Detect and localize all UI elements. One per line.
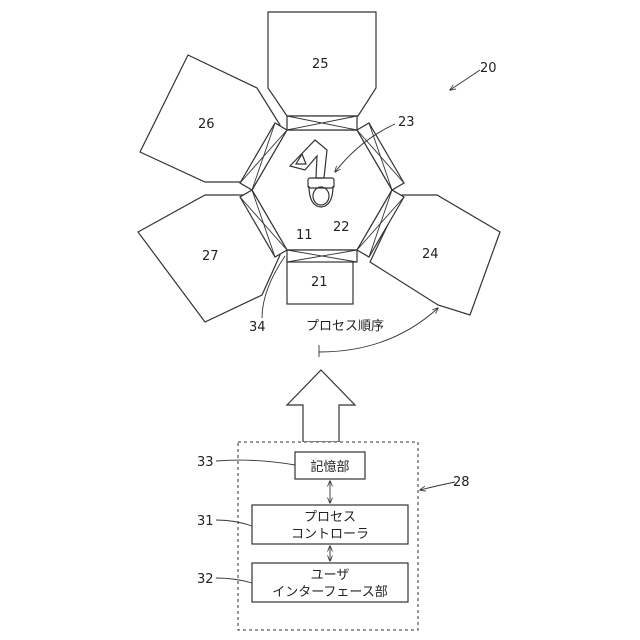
process-controller-label-1: プロセス (304, 510, 356, 525)
gate-valve-bottom (287, 250, 357, 262)
user-interface-label-1: ユーザ (311, 568, 350, 583)
label-33: 33 (197, 455, 214, 470)
label-21: 21 (311, 275, 328, 290)
label-20: 20 (480, 61, 497, 76)
label-22: 22 (333, 220, 350, 235)
label-32: 32 (197, 572, 214, 587)
user-interface-label-2: インターフェース部 (272, 585, 388, 600)
label-24: 24 (422, 247, 439, 262)
process-order-label: プロセス順序 (306, 319, 384, 334)
process-controller-label-2: コントローラ (291, 527, 369, 542)
label-11: 11 (296, 228, 313, 243)
memory-block-label: 記憶部 (310, 459, 349, 475)
label-23: 23 (398, 115, 415, 130)
gate-valve-top (287, 116, 357, 130)
label-31: 31 (197, 514, 214, 529)
label-25: 25 (312, 57, 329, 72)
large-up-arrow (287, 370, 355, 442)
label-26: 26 (198, 117, 215, 132)
label-34: 34 (249, 320, 266, 335)
label-28: 28 (453, 475, 470, 490)
label-27: 27 (202, 249, 219, 264)
